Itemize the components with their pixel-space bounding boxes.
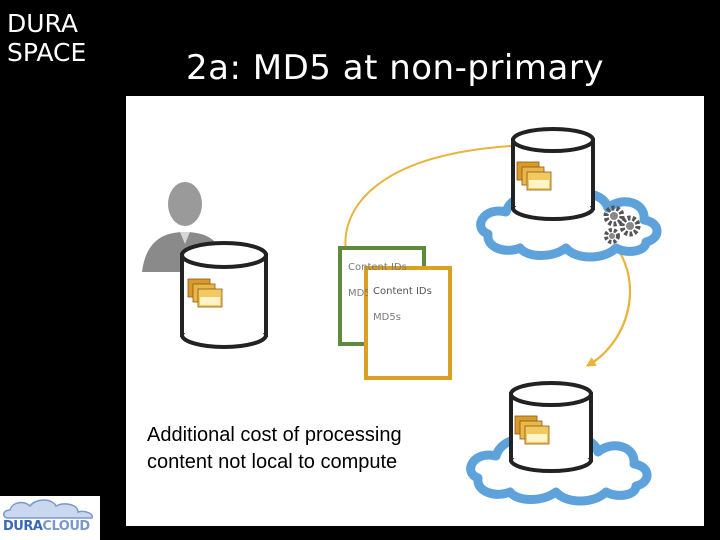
remote-database-bottom-icon: [509, 381, 593, 473]
logo-text-dura: DURA: [7, 9, 78, 38]
duracloud-wordmark: DURACLOUD: [3, 519, 90, 534]
document-back-label-md5: MD5s: [348, 288, 376, 299]
duracloud-wordmark-dura: DURA: [3, 519, 43, 534]
document-front-fill: [368, 270, 448, 376]
duraspace-logo: DURA SPACE: [6, 6, 92, 67]
caption: Additional cost of processing content no…: [147, 422, 402, 476]
duracloud-logo: DURACLOUD: [0, 496, 100, 540]
caption-line-2: content not local to compute: [147, 451, 398, 473]
gear-icon: [603, 205, 641, 244]
duracloud-wordmark-cloud: CLOUD: [42, 519, 90, 534]
document-back-label-ids: Content IDs: [348, 262, 407, 273]
diagram-canvas: [142, 127, 662, 506]
document-front-label-ids: Content IDs: [373, 286, 432, 297]
local-database-icon: [180, 241, 268, 349]
remote-database-top-icon: [511, 127, 595, 221]
logo-text-space: SPACE: [7, 38, 86, 64]
diagram-panel: Content IDs MD5s Content IDs MD5s Additi…: [126, 96, 704, 526]
caption-line-1: Additional cost of processing: [147, 424, 402, 446]
document-front-label-md5: MD5s: [373, 312, 401, 323]
slide-title: 2a: MD5 at non-primary: [186, 48, 604, 88]
